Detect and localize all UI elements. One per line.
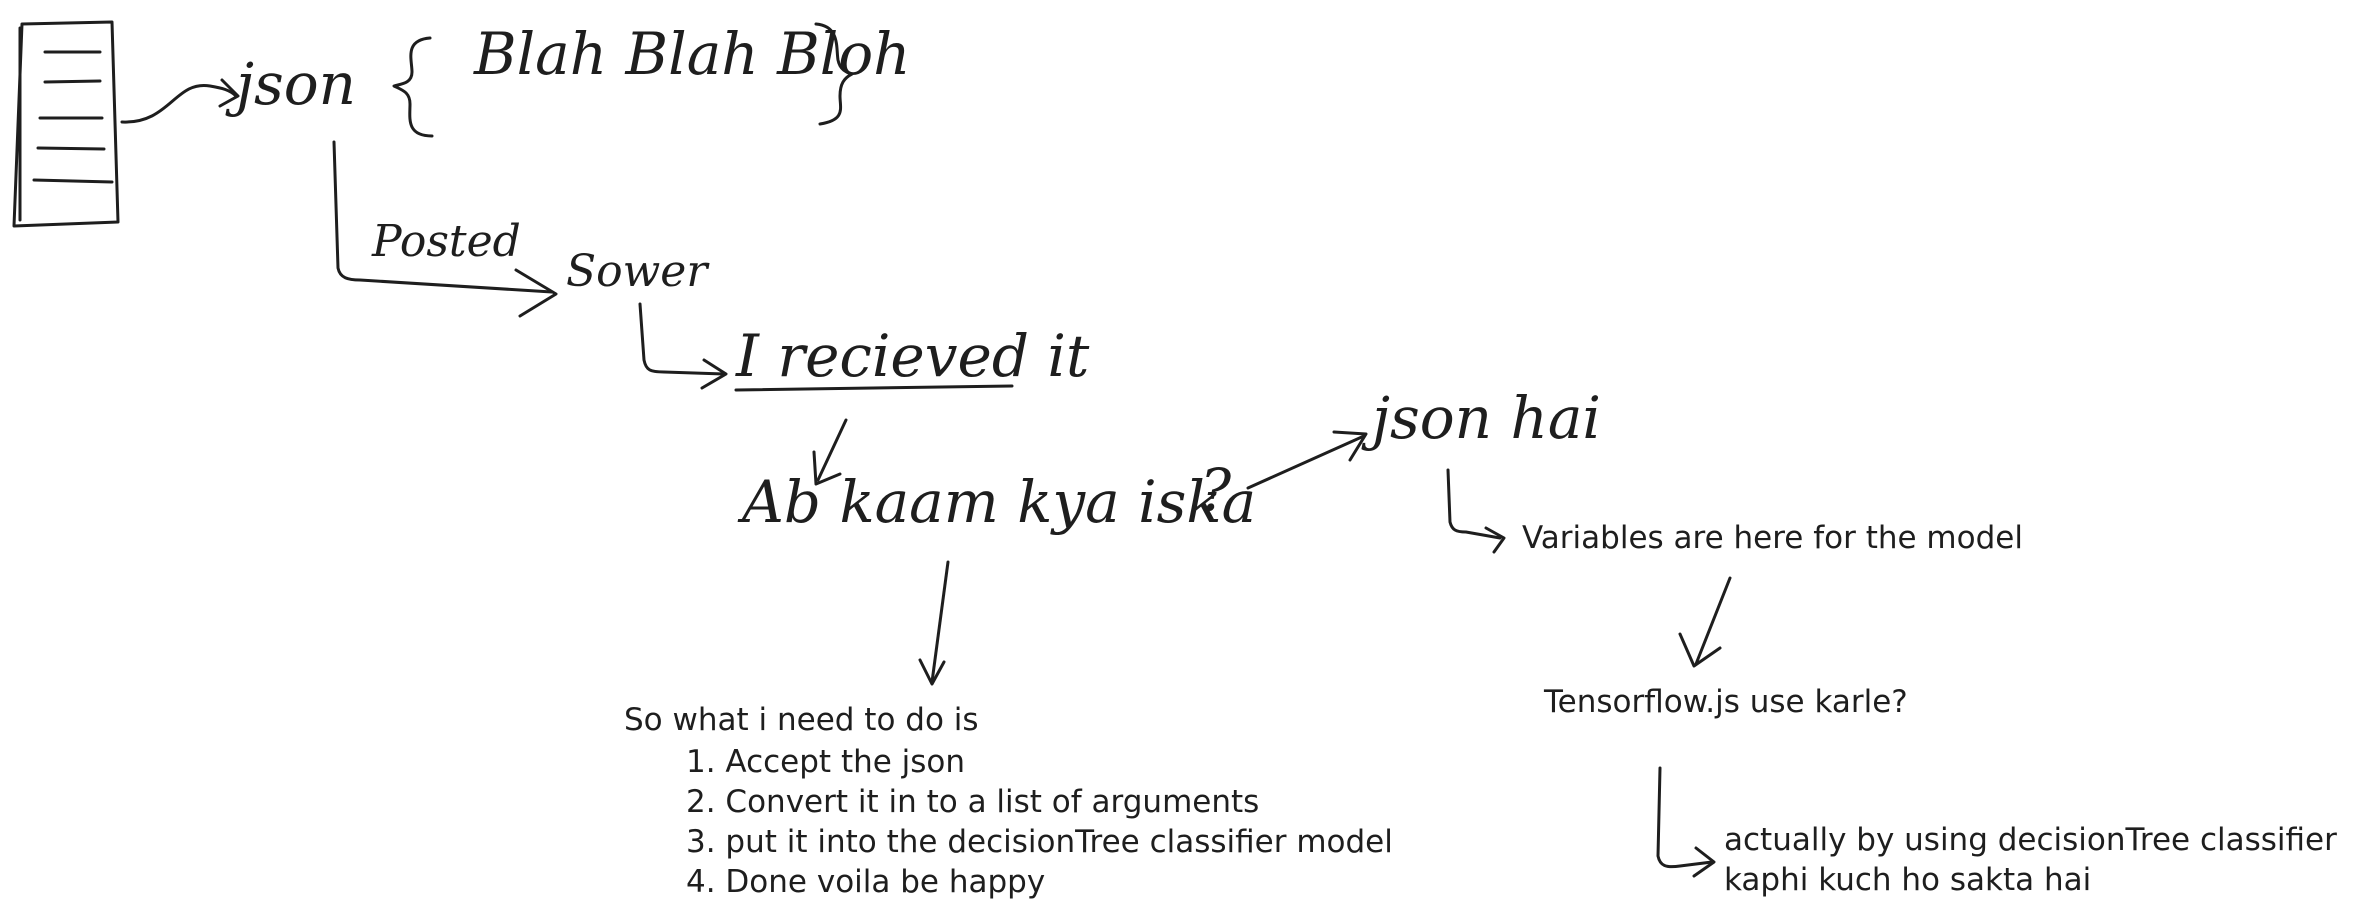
todo-item: 4. Done voila be happy <box>686 864 1046 900</box>
brace-right <box>814 22 854 126</box>
blah-label: Blah Blah Bloh <box>474 20 911 88</box>
question-label: Ab kaam kya iska <box>742 468 1257 536</box>
document-icon <box>12 20 120 228</box>
tensorflow-note: Tensorflow.js use karle? <box>1544 684 1908 720</box>
todo-list: 1. Accept the json 2. Convert it in to a… <box>686 742 1393 902</box>
arrow-received-to-question <box>812 418 848 486</box>
decision-note-line1: actually by using decisionTree classifie… <box>1724 822 2337 858</box>
arrow-json-hai-to-variables <box>1446 468 1506 554</box>
arrow-question-to-json-hai <box>1246 430 1368 490</box>
server-label: Sower <box>566 246 708 297</box>
json-hai-label: json hai <box>1372 384 1601 452</box>
json-label: json <box>236 50 357 118</box>
variables-note: Variables are here for the model <box>1522 520 2023 556</box>
question-mark: ? <box>1200 456 1232 524</box>
received-underline <box>734 384 1014 392</box>
todo-item: 2. Convert it in to a list of arguments <box>686 784 1260 820</box>
arrow-doc-to-json <box>120 78 240 124</box>
posted-label: Posted <box>372 216 521 267</box>
arrow-json-to-server <box>332 140 558 318</box>
todo-item: 1. Accept the json <box>686 744 966 780</box>
arrow-question-to-list <box>918 560 950 686</box>
brace-left <box>392 36 434 138</box>
todo-item: 3. put it into the decisionTree classifi… <box>686 824 1393 860</box>
arrow-variables-to-tensorflow <box>1678 576 1732 668</box>
arrow-tensorflow-to-decision <box>1656 766 1716 878</box>
decision-note-line2: kaphi kuch ho sakta hai <box>1724 862 2092 898</box>
todo-heading: So what i need to do is <box>624 702 979 738</box>
arrow-server-to-received <box>638 302 728 390</box>
received-label: I recieved it <box>736 322 1090 390</box>
